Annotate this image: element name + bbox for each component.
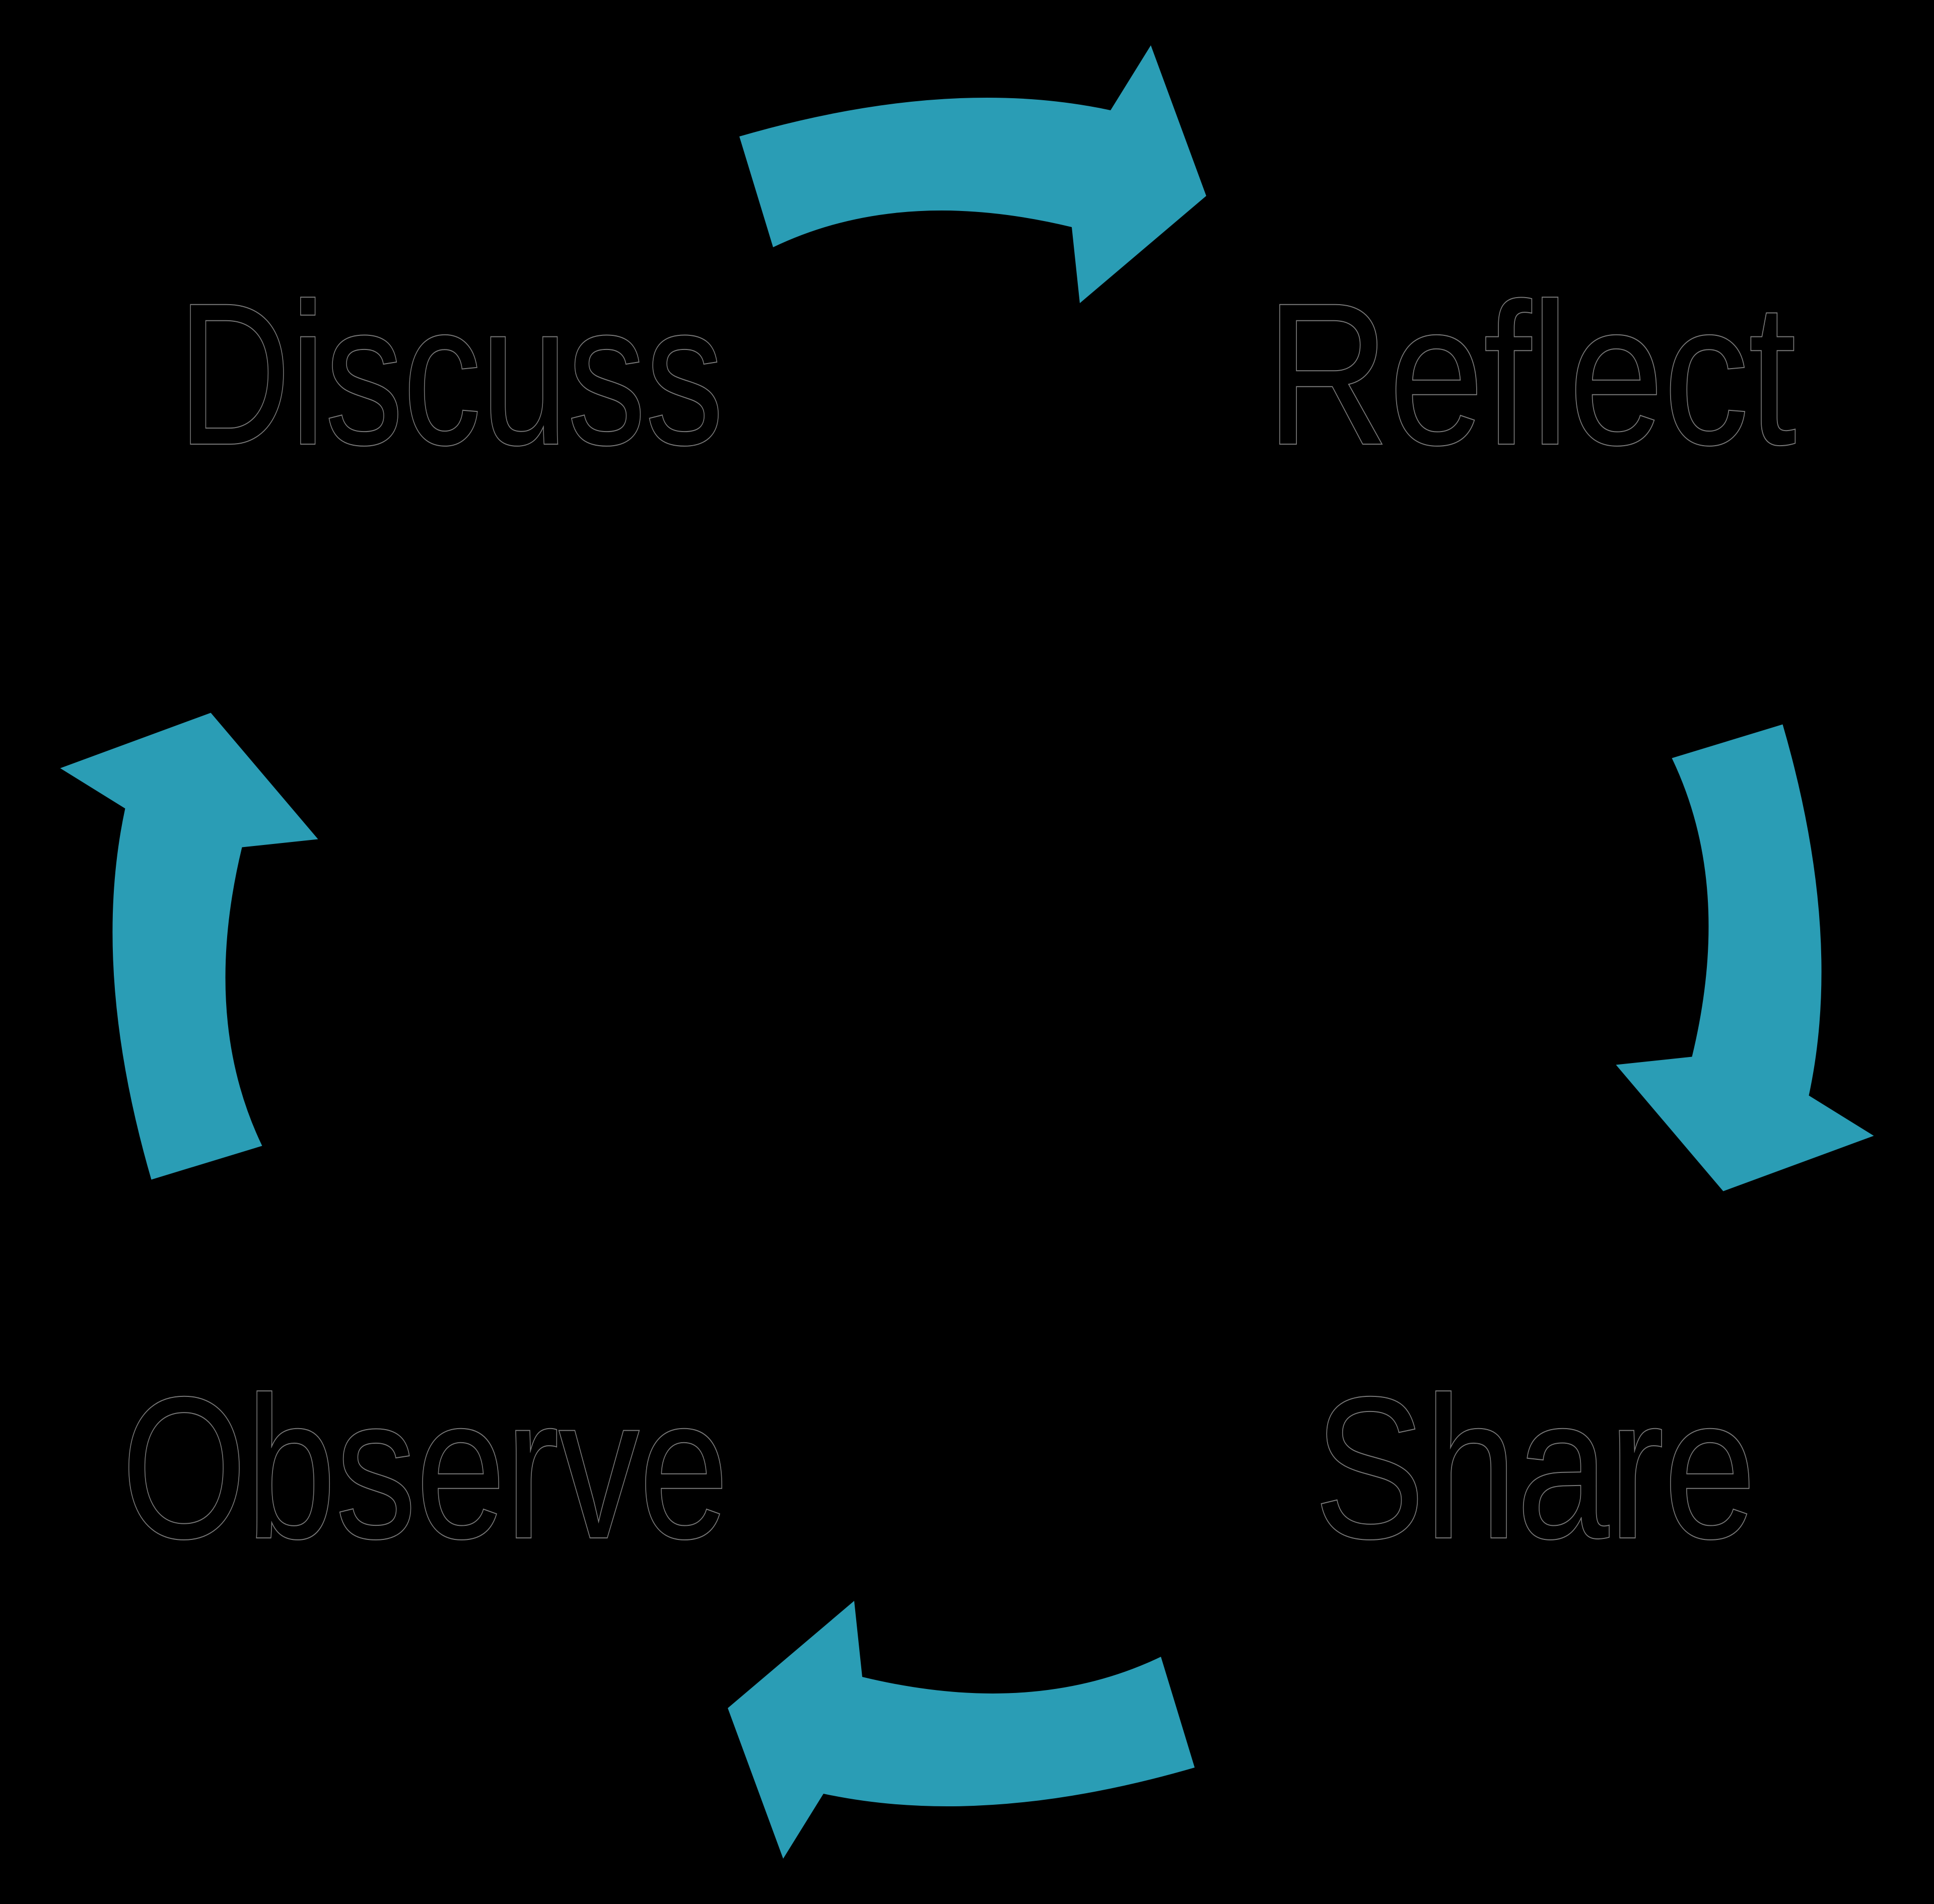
node-label-discuss: Discuss bbox=[178, 261, 724, 486]
node-label-reflect: Reflect bbox=[1266, 261, 1797, 486]
arrow-observe-to-discuss-icon bbox=[60, 713, 318, 1180]
node-label-observe: Observe bbox=[122, 1355, 729, 1580]
arrow-discuss-to-reflect-icon bbox=[739, 45, 1206, 303]
node-label-share: Share bbox=[1315, 1355, 1756, 1580]
arrow-reflect-to-share-icon bbox=[1616, 724, 1874, 1191]
arrow-share-to-observe-icon bbox=[728, 1601, 1195, 1859]
